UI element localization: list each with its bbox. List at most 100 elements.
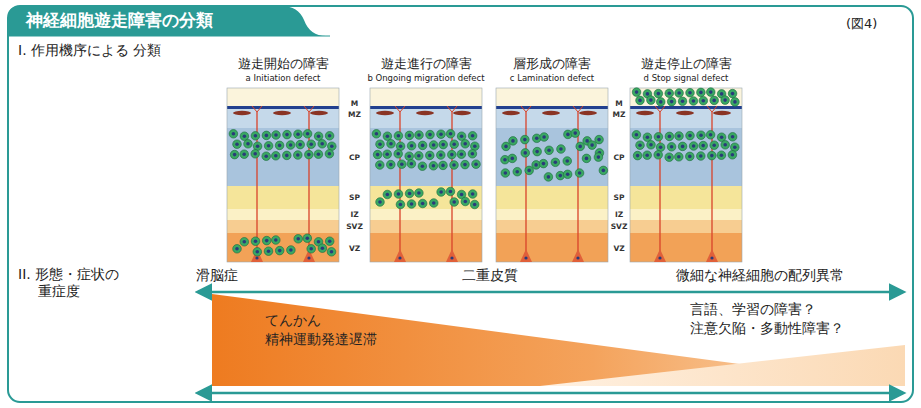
cell-nucleus [232, 132, 236, 136]
neuron-cell [521, 149, 530, 158]
neuron-cell [721, 96, 730, 105]
cell-nucleus [585, 157, 589, 161]
cell-nucleus [523, 138, 527, 142]
cell-nucleus [274, 154, 278, 158]
cajal-retzius-cell [713, 111, 731, 115]
cell-nucleus [471, 134, 475, 138]
cell-nucleus [376, 153, 380, 157]
cell-nucleus [597, 155, 601, 159]
cell-nucleus [635, 133, 639, 137]
neuron-cell [387, 140, 396, 149]
neuron-cell [582, 154, 591, 163]
neuron-cell [303, 130, 312, 139]
neuron-cell [240, 238, 249, 247]
cell-nucleus [452, 163, 456, 167]
neuron-cell [594, 153, 603, 162]
cell-nucleus [399, 144, 403, 148]
cell-nucleus [720, 92, 724, 96]
neuron-cell [470, 200, 479, 209]
neuron-cell [405, 189, 414, 198]
cell-nucleus [460, 134, 464, 138]
layer-label: MZ [608, 110, 630, 119]
panel-outline [496, 88, 608, 262]
panel-heading: 遊走開始の障害 [213, 56, 353, 72]
cell-nucleus [731, 135, 735, 139]
panel-outline [630, 88, 742, 262]
glia-endfoot [395, 106, 405, 112]
cell-nucleus [504, 145, 508, 149]
cell-nucleus [421, 202, 425, 206]
cortical-layer [370, 220, 482, 233]
cell-nucleus [307, 256, 310, 259]
neuron-cell [439, 140, 448, 149]
cell-nucleus [720, 135, 724, 139]
neuron-cell [588, 141, 597, 150]
cell-nucleus [659, 100, 663, 104]
cortex-panel-box: 遊走停止の障害d Stop signal defect [616, 56, 756, 262]
cortical-layer [227, 106, 339, 109]
cell-nucleus [255, 256, 258, 259]
cell-nucleus [375, 132, 379, 136]
neuron-cell [633, 151, 642, 160]
neuron-cell [251, 132, 260, 141]
neuron-cell [272, 236, 281, 245]
cell-nucleus [278, 249, 282, 253]
annotation-label: てんかん [265, 312, 321, 329]
tab-rule [8, 36, 330, 37]
neuron-cell [557, 145, 566, 154]
neuron-cell [318, 244, 327, 253]
cell-nucleus [710, 154, 714, 158]
cell-nucleus [659, 145, 663, 149]
neuron-cell [513, 167, 522, 176]
neuron-cell [533, 147, 542, 156]
neuron-cell [426, 151, 435, 160]
neuron-cell [708, 151, 717, 160]
neuron-cell [240, 150, 249, 159]
neuron-cell [468, 150, 477, 159]
cell-nucleus [688, 134, 692, 138]
cell-nucleus [677, 155, 681, 159]
panel-border [8, 6, 913, 402]
neuron-cell [656, 98, 665, 107]
cell-nucleus [242, 152, 246, 156]
cell-nucleus [408, 134, 412, 138]
panel-outline [227, 88, 339, 262]
cortical-layer [630, 88, 742, 106]
cell-nucleus [452, 142, 456, 146]
cell-nucleus [585, 139, 589, 143]
neuron-cell [407, 200, 416, 209]
neuron-cell [437, 130, 446, 139]
annotation-label: 滑脳症 [196, 267, 238, 284]
neuron-cell [314, 132, 323, 141]
neuron-cell [710, 96, 719, 105]
cell-nucleus [289, 143, 293, 147]
neuron-cell [699, 141, 708, 150]
neuron-cell [643, 133, 652, 142]
cell-nucleus [688, 91, 692, 95]
cajal-retzius-cell [453, 111, 471, 115]
neuron-cell [728, 151, 737, 160]
cell-nucleus [306, 236, 310, 240]
cell-nucleus [407, 154, 411, 158]
neuron-cell [471, 142, 480, 151]
cell-nucleus [463, 142, 467, 146]
cell-nucleus [733, 100, 737, 104]
layer-label: SP [608, 193, 630, 202]
cell-nucleus [449, 190, 453, 194]
cell-nucleus [378, 163, 382, 167]
cell-nucleus [278, 144, 282, 148]
cell-nucleus [386, 193, 390, 197]
cell-nucleus [646, 135, 650, 139]
layer-label: MZ [339, 110, 370, 119]
cell-nucleus [657, 135, 661, 139]
cell-nucleus [296, 153, 300, 157]
cell-nucleus [638, 99, 642, 103]
cell-nucleus [473, 144, 477, 148]
cell-nucleus [602, 169, 606, 173]
neuron-cell [283, 130, 292, 139]
neuron-cell [686, 131, 695, 140]
glia-endfoot [252, 106, 262, 112]
cell-nucleus [397, 192, 401, 196]
cell-nucleus [307, 153, 311, 157]
cell-nucleus [386, 134, 390, 138]
